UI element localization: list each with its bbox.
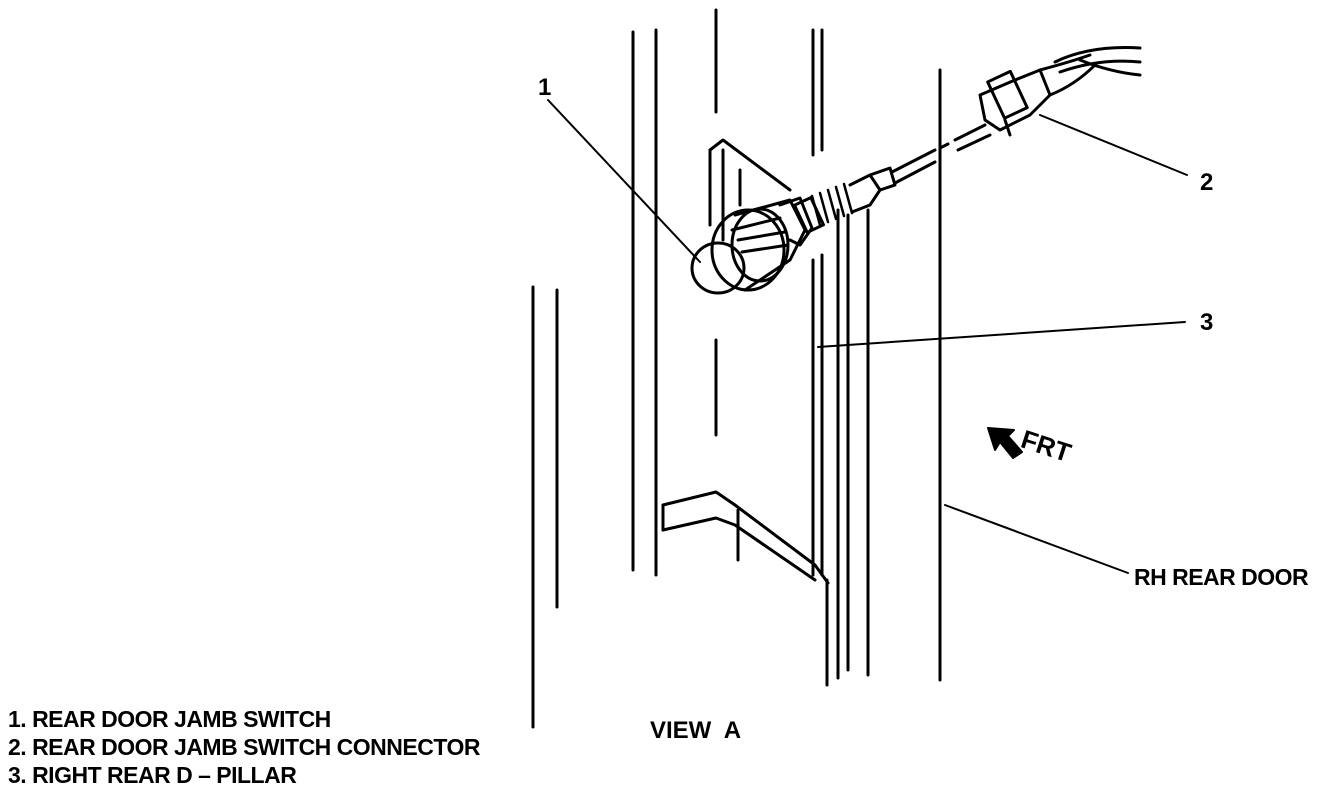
legend-item-1: 1. REAR DOOR JAMB SWITCH: [8, 706, 331, 732]
legend: 1. REAR DOOR JAMB SWITCH 2. REAR DOOR JA…: [8, 706, 481, 788]
d-pillar-outline: [631, 8, 942, 687]
view-label: VIEW A: [650, 717, 741, 744]
door-jamb-switch: [690, 166, 897, 295]
switch-connector: [978, 46, 1142, 137]
legend-item-3: 3. RIGHT REAR D – PILLAR: [8, 762, 297, 788]
callout-2: 2: [1200, 169, 1213, 196]
leader-lines: [547, 99, 1188, 574]
rh-rear-door-label: RH REAR DOOR: [1134, 564, 1309, 590]
body-panel-left-edge: [531, 285, 559, 729]
switch-bracket: [708, 138, 792, 242]
callout-3: 3: [1200, 309, 1213, 336]
front-direction-label: FRT: [1017, 424, 1074, 468]
front-arrow-icon: [987, 427, 1023, 459]
legend-item-2: 2. REAR DOOR JAMB SWITCH CONNECTOR: [8, 734, 481, 760]
pillar-lower-ledge: [661, 490, 830, 585]
switch-wire: [890, 123, 992, 185]
callout-1: 1: [538, 74, 551, 101]
